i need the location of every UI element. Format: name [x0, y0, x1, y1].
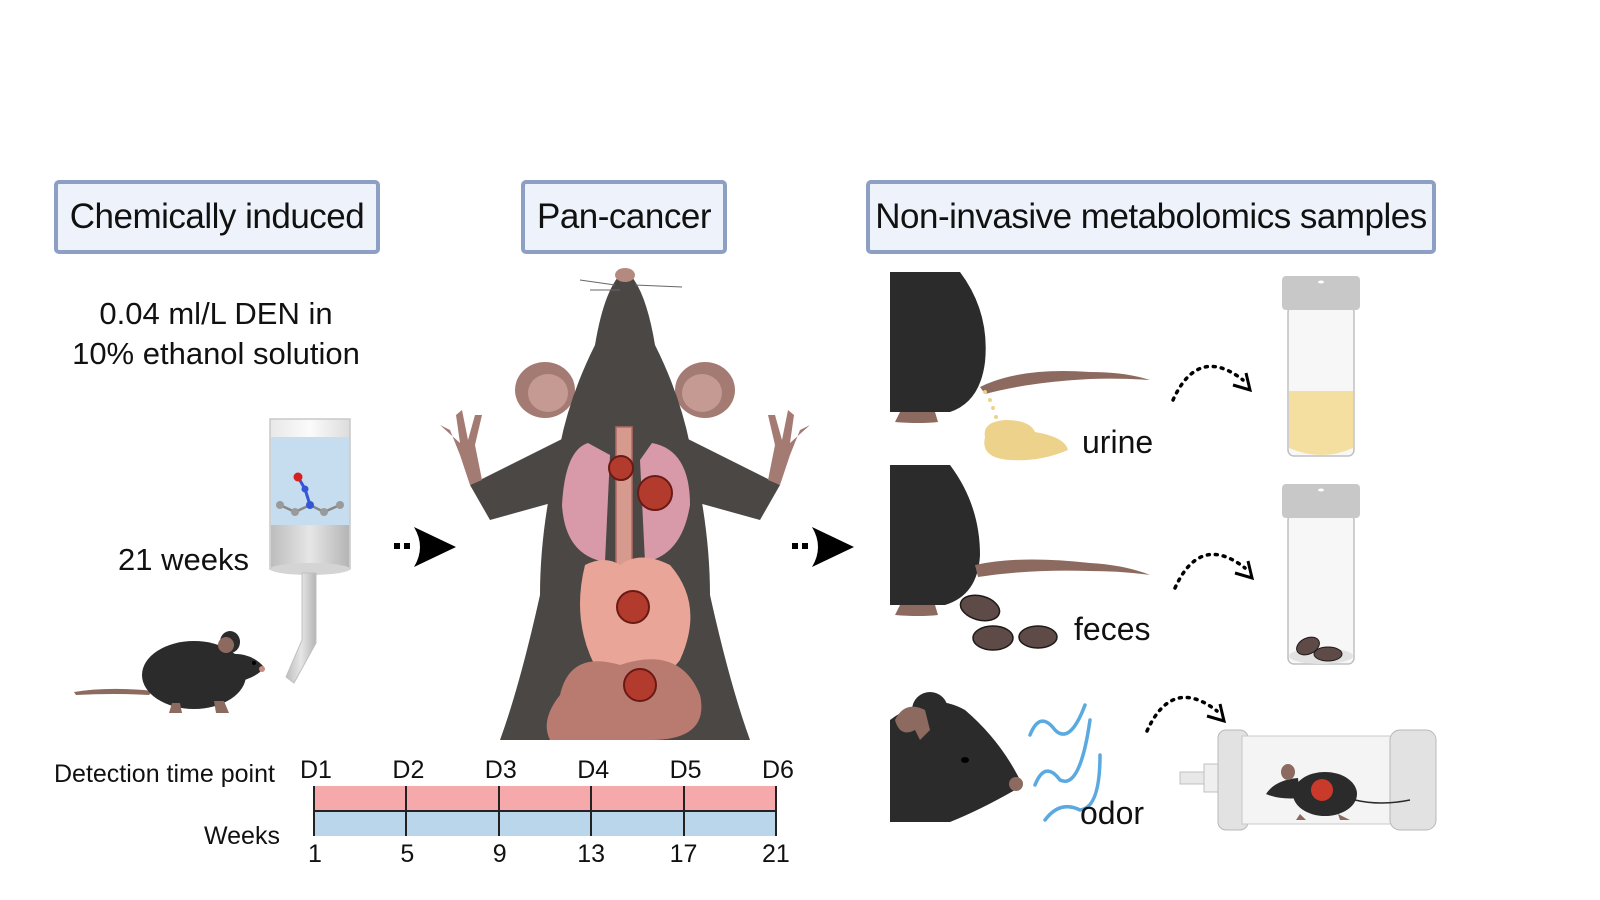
week-label: 17 — [669, 840, 698, 868]
mouse-ventral-view-icon — [440, 268, 810, 740]
panel-title-samples-text: Non-invasive metabolomics samples — [875, 197, 1427, 236]
urine-puddle — [984, 420, 1068, 461]
mouse-rear-feces-icon — [890, 465, 1150, 651]
timeline-tick — [682, 786, 685, 836]
den-molecule-icon — [276, 472, 344, 516]
dose-line-1: 0.04 ml/L DEN in — [99, 296, 333, 331]
timeline-row-label-weeks: Weeks — [204, 822, 280, 850]
timeline-tick — [497, 786, 500, 836]
week-label: 9 — [492, 840, 507, 868]
detection-point-label: D6 — [762, 756, 794, 784]
detection-point-label: D1 — [300, 756, 332, 784]
sample-tube-urine-icon — [1282, 276, 1360, 457]
odor-waves-icon — [1028, 703, 1102, 822]
timeline-tick — [405, 786, 408, 836]
detection-point-label: D2 — [392, 756, 425, 784]
panel-title-samples: Non-invasive metabolomics samples — [866, 180, 1436, 254]
detection-point-label: D5 — [669, 756, 702, 784]
arrow-right-icon-1 — [394, 527, 456, 567]
mouse-rear-urine-icon — [890, 272, 1150, 461]
duration-label: 21 weeks — [118, 542, 249, 577]
timeline-row-label-detection: Detection time point — [54, 760, 275, 788]
dotted-arrow-icon-urine — [1171, 364, 1253, 402]
detection-bar — [314, 786, 776, 812]
timeline-tick — [313, 786, 315, 836]
dose-description: 0.04 ml/L DEN in 10% ethanol solution — [56, 294, 376, 374]
panel-title-chemically-induced: Chemically induced — [54, 180, 380, 254]
weeks-bar — [314, 812, 776, 836]
urine-drops — [983, 390, 998, 419]
detection-point-label: D3 — [484, 756, 517, 784]
water-bottle-icon — [269, 418, 351, 684]
week-label: 1 — [308, 840, 322, 868]
detection-point-label: D4 — [577, 756, 610, 784]
week-label: 5 — [400, 840, 415, 868]
timeline-tick — [590, 786, 593, 836]
feces-pellets — [959, 594, 1058, 651]
week-label: 21 — [762, 840, 790, 868]
panel-title-pan-cancer-text: Pan-cancer — [537, 197, 711, 236]
dotted-arrow-icon-feces — [1173, 552, 1255, 590]
panel-title-pan-cancer: Pan-cancer — [521, 180, 727, 254]
week-label: 13 — [577, 840, 605, 868]
mouse-head-odor-icon — [890, 692, 1102, 822]
sample-label-urine: urine — [1082, 424, 1154, 460]
timeline-tick — [775, 786, 777, 836]
timeline: D1 1 D2 5 D3 9 D4 13 D5 17 D6 21 — [300, 756, 794, 876]
arrow-right-icon-2 — [792, 527, 854, 567]
timeline-divider — [314, 810, 776, 812]
dose-line-2: 10% ethanol solution — [72, 336, 360, 371]
dotted-arrow-icon-odor — [1145, 695, 1227, 733]
sample-tube-feces-icon — [1282, 484, 1360, 665]
mouse-side-view-icon — [74, 631, 265, 713]
panel-title-chemically-induced-text: Chemically induced — [69, 197, 365, 236]
mouse-in-chamber — [1266, 764, 1411, 820]
tumor-icons — [608, 455, 673, 702]
sample-label-odor: odor — [1080, 795, 1145, 831]
breath-chamber-icon — [1179, 729, 1437, 831]
sample-label-feces: feces — [1074, 611, 1151, 647]
